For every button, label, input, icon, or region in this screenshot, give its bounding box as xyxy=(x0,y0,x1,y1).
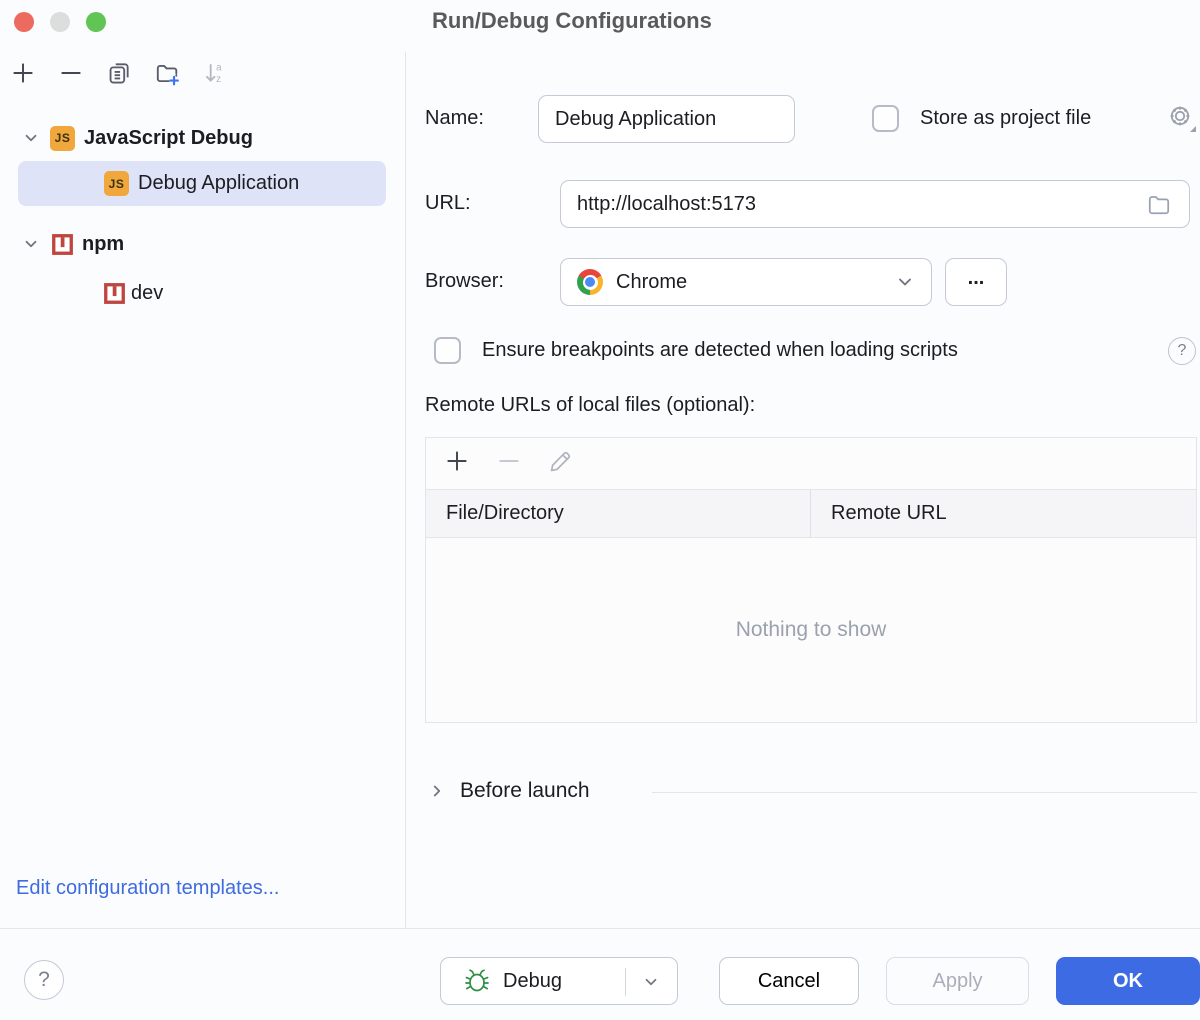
before-launch-label: Before launch xyxy=(460,779,590,802)
browser-selected-value: Chrome xyxy=(616,270,688,293)
before-launch-section-toggle[interactable]: Before launch xyxy=(428,779,590,803)
zoom-window-button[interactable] xyxy=(86,12,106,32)
tree-item-npm[interactable]: npm xyxy=(22,228,124,260)
ensure-breakpoints-label: Ensure breakpoints are detected when loa… xyxy=(482,339,958,361)
tree-item-label: Debug Application xyxy=(138,172,300,194)
svg-text:a: a xyxy=(216,62,222,73)
chevron-right-icon xyxy=(428,782,446,800)
table-toolbar xyxy=(426,438,1196,490)
remote-urls-table: File/Directory Remote URL Nothing to sho… xyxy=(425,437,1197,723)
remove-configuration-button[interactable] xyxy=(56,60,86,90)
browser-select[interactable]: Chrome xyxy=(560,258,932,306)
ok-button[interactable]: OK xyxy=(1056,957,1200,1005)
table-edit-button[interactable] xyxy=(546,449,576,479)
add-configuration-button[interactable] xyxy=(8,60,38,90)
browser-label: Browser: xyxy=(425,270,504,292)
browser-more-button[interactable]: ... xyxy=(945,258,1007,306)
minus-icon xyxy=(58,60,84,91)
close-window-button[interactable] xyxy=(14,12,34,32)
debug-button-label: Debug xyxy=(503,969,562,992)
tree-item-label: JavaScript Debug xyxy=(84,126,253,149)
copy-icon xyxy=(106,60,132,91)
split-divider xyxy=(625,968,626,996)
dialog-help-button[interactable]: ? xyxy=(24,960,64,1000)
minus-icon xyxy=(496,448,522,479)
table-remove-button[interactable] xyxy=(494,449,524,479)
question-mark: ? xyxy=(38,968,50,991)
ensure-breakpoints-checkbox[interactable] xyxy=(434,337,461,364)
gear-icon[interactable] xyxy=(1164,101,1198,135)
footer-divider xyxy=(0,928,1200,929)
column-header-file-directory[interactable]: File/Directory xyxy=(426,490,811,537)
chevron-down-icon xyxy=(895,272,915,292)
javascript-icon: JS xyxy=(104,171,129,196)
url-label: URL: xyxy=(425,192,471,214)
browse-folder-icon[interactable] xyxy=(1146,191,1172,217)
plus-icon xyxy=(10,60,36,91)
chevron-down-icon[interactable] xyxy=(22,235,40,253)
debug-bug-icon xyxy=(463,967,491,995)
before-launch-separator xyxy=(652,792,1197,793)
minimize-window-button[interactable] xyxy=(50,12,70,32)
edit-configuration-templates-link[interactable]: Edit configuration templates... xyxy=(16,877,280,899)
tree-item-dev[interactable]: dev xyxy=(102,277,163,309)
name-input[interactable] xyxy=(538,95,795,143)
tree-item-javascript-debug[interactable]: JS JavaScript Debug xyxy=(22,122,253,154)
pencil-icon xyxy=(548,448,574,479)
empty-state-text: Nothing to show xyxy=(735,618,887,641)
store-as-project-file-label: Store as project file xyxy=(920,107,1092,129)
chevron-down-icon[interactable] xyxy=(22,129,40,147)
plus-icon xyxy=(444,448,470,479)
column-header-remote-url[interactable]: Remote URL xyxy=(831,502,947,524)
tree-item-label: dev xyxy=(131,281,164,304)
chevron-down-icon[interactable] xyxy=(642,973,660,991)
debug-split-button[interactable]: Debug xyxy=(440,957,678,1005)
url-input[interactable] xyxy=(560,180,1190,228)
sidebar-divider xyxy=(405,52,406,928)
remote-urls-label: Remote URLs of local files (optional): xyxy=(425,394,756,416)
tree-item-label: npm xyxy=(82,232,125,255)
apply-button[interactable]: Apply xyxy=(886,957,1029,1005)
new-folder-icon xyxy=(154,60,180,91)
name-label: Name: xyxy=(425,107,484,129)
store-as-project-file-checkbox[interactable] xyxy=(872,105,899,132)
npm-icon xyxy=(102,281,127,306)
table-add-button[interactable] xyxy=(442,449,472,479)
cancel-button[interactable]: Cancel xyxy=(719,957,859,1005)
chrome-icon xyxy=(577,269,603,295)
javascript-icon: JS xyxy=(50,125,75,151)
table-header-row: File/Directory Remote URL xyxy=(426,490,1196,538)
dialog-title: Run/Debug Configurations xyxy=(432,8,712,33)
new-folder-button[interactable] xyxy=(152,60,182,90)
help-icon[interactable]: ? xyxy=(1168,337,1196,365)
npm-icon xyxy=(50,232,75,257)
tree-item-debug-application-selected[interactable]: JS Debug Application xyxy=(18,161,386,206)
svg-text:z: z xyxy=(216,74,221,85)
question-mark: ? xyxy=(1177,342,1187,359)
copy-configuration-button[interactable] xyxy=(104,60,134,90)
table-empty-state: Nothing to show xyxy=(426,538,1196,722)
